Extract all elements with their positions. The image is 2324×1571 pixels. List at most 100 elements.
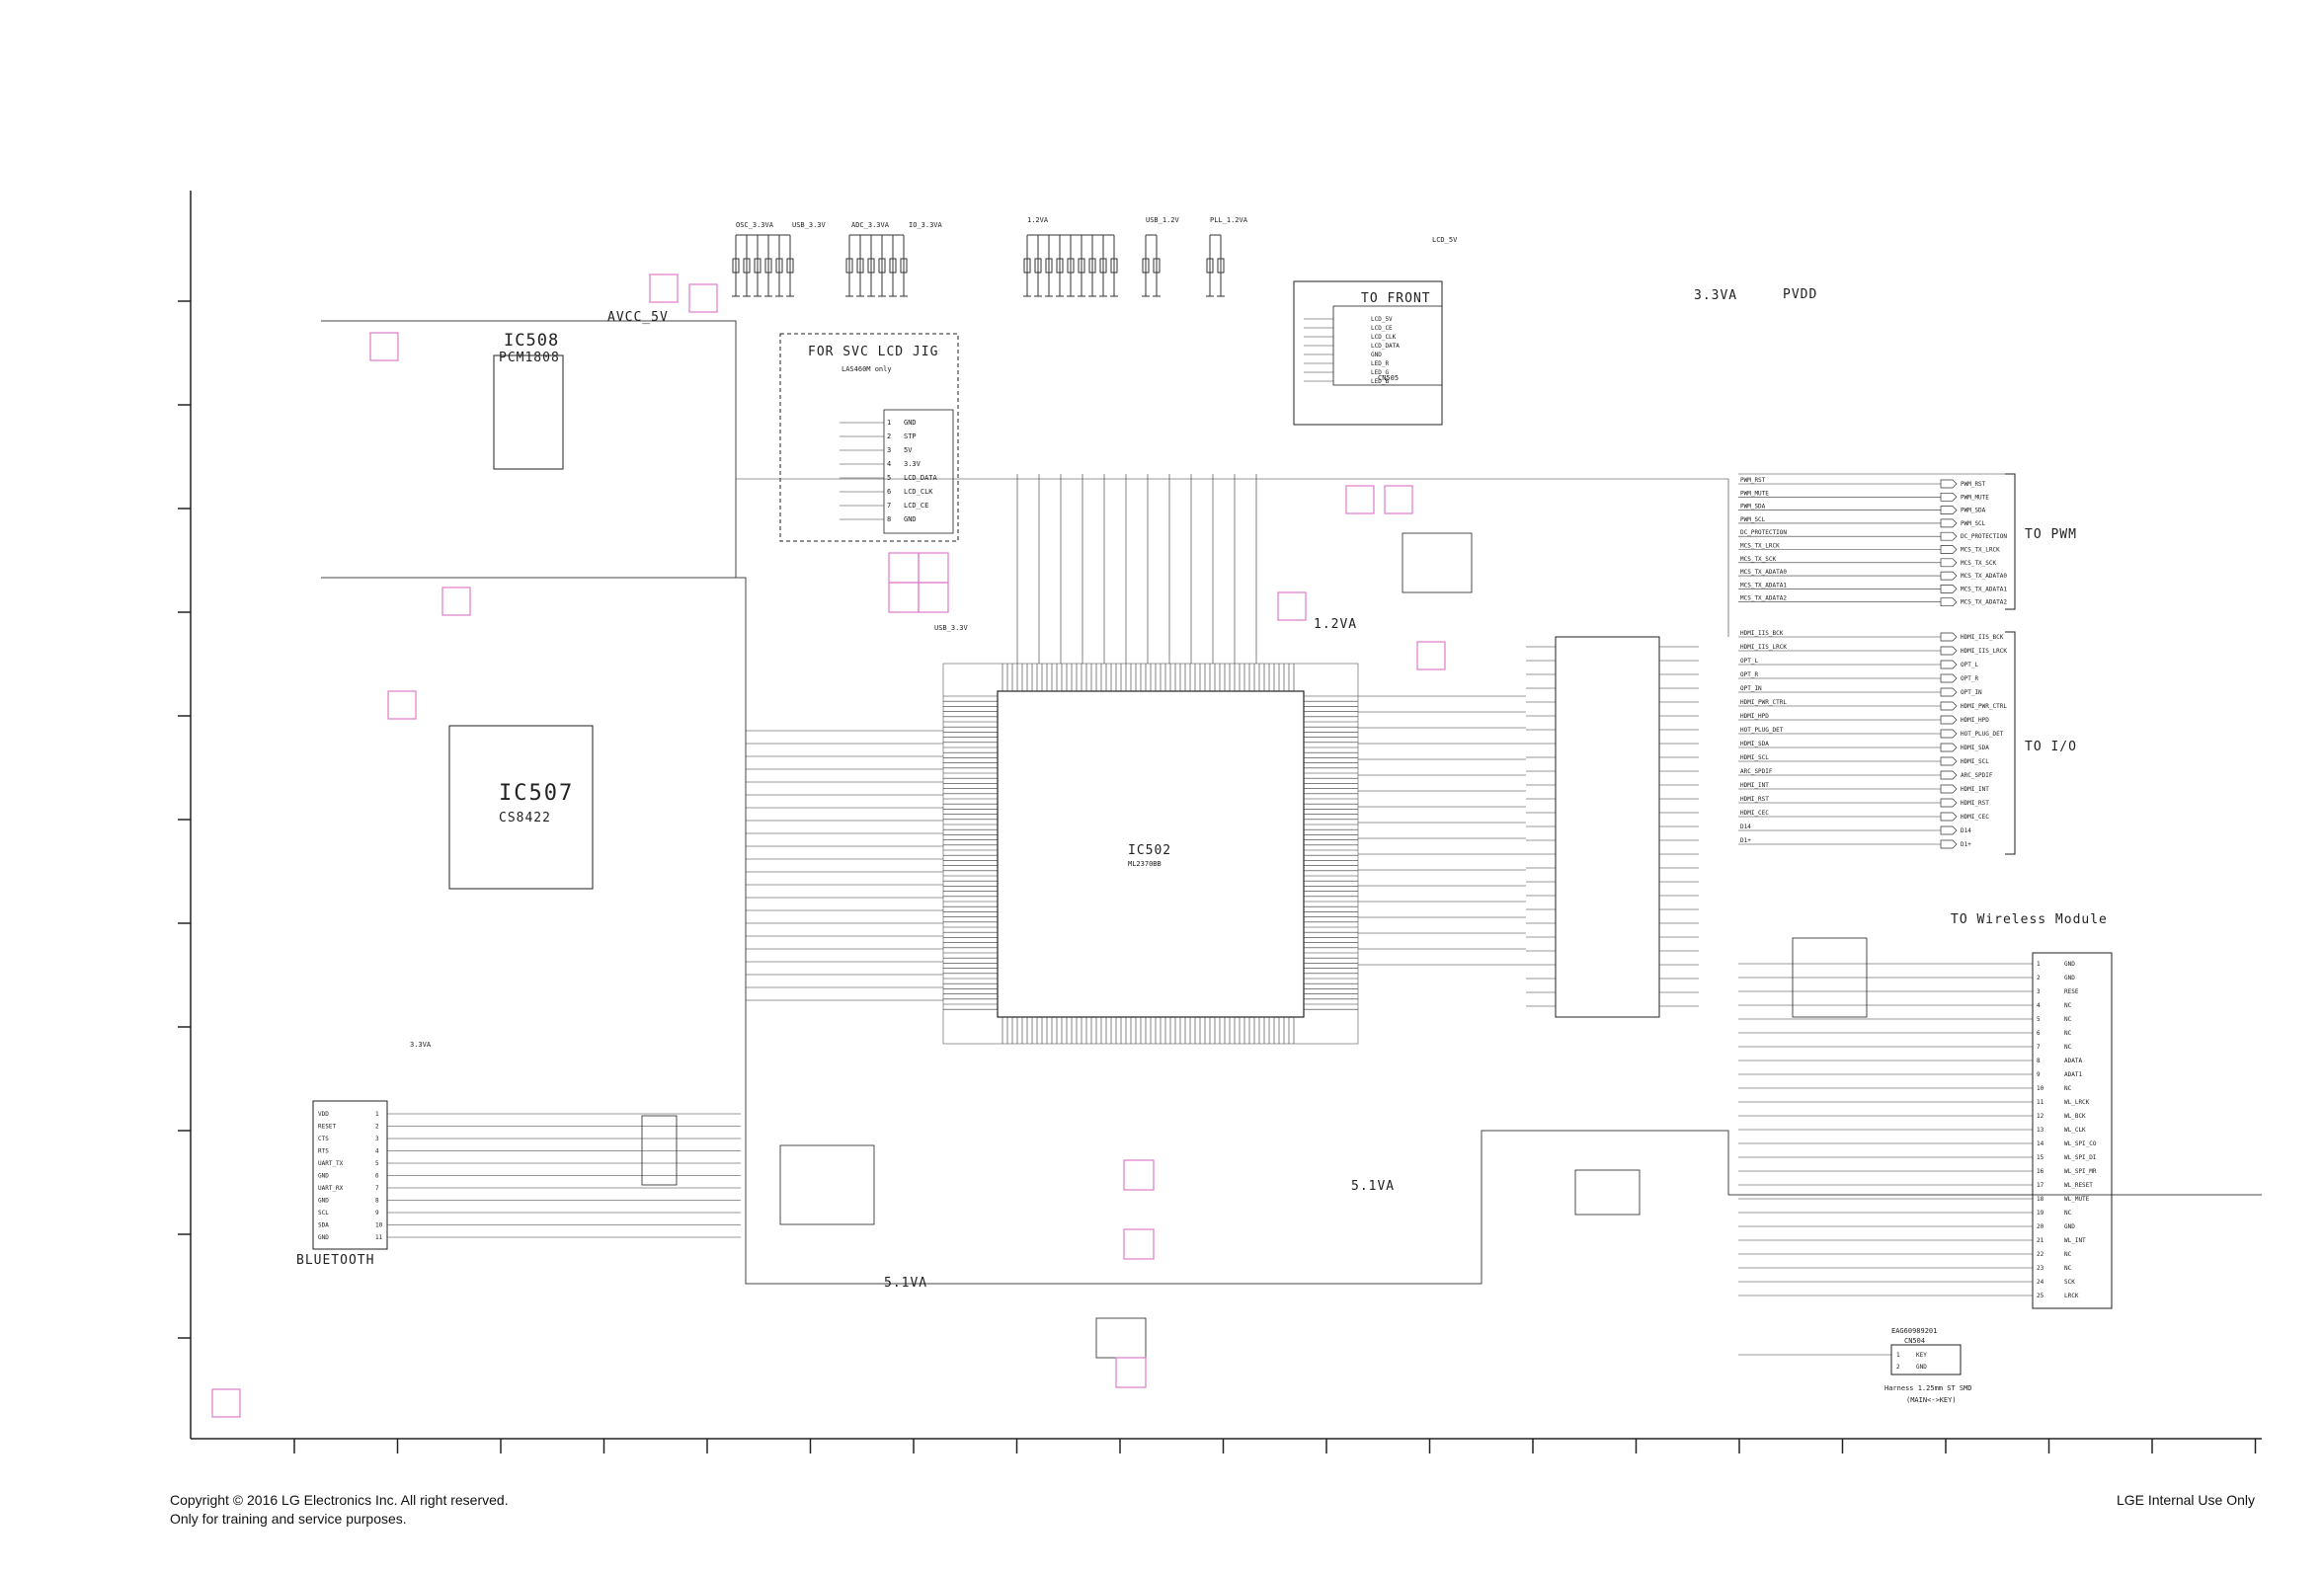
wireless-pin-signal: RESE (2064, 988, 2079, 995)
wireless-pin-number: 15 (2037, 1154, 2044, 1161)
wireless-pin-signal: GND (2064, 961, 2075, 968)
wireless-pin-number: 4 (2037, 1002, 2041, 1009)
wireless-pin-signal: SCK (2064, 1279, 2075, 1286)
ic508-name: IC508 (504, 331, 559, 351)
jig-pin-signal: GND (904, 515, 917, 523)
cn505-name: CN505 (1378, 374, 1399, 382)
jig-pin-signal: STP (904, 432, 917, 440)
wireless-pin-number: 21 (2037, 1237, 2044, 1244)
io-signal-port: HDMI_INT (1961, 786, 1989, 793)
pwm-signal-left: PWM_MUTE (1740, 490, 1769, 497)
ic502-name: IC502 (1128, 843, 1171, 858)
rail-usb33-mid: USB_3.3V (934, 624, 969, 632)
small-ics (641, 532, 1868, 1359)
io-signal-left: D1+ (1740, 837, 1751, 844)
rail-33va-bt: 3.3VA (410, 1041, 432, 1049)
internal-use-text: LGE Internal Use Only (2116, 1492, 2255, 1508)
to-io-block: TO I/O (2005, 631, 2077, 855)
bt-pin-signal: VDD (318, 1111, 329, 1118)
rail-usb33: USB_3.3V (792, 221, 827, 229)
ic507-part: CS8422 (499, 811, 551, 825)
bt-pin-signal: CTS (318, 1136, 329, 1142)
jig-pin-signal: LCD_DATA (904, 474, 938, 482)
io-signal-left: OPT_IN (1740, 685, 1762, 692)
bt-pin-signal: GND (318, 1198, 329, 1205)
pwm-signal-port: DC_PROTECTION (1961, 533, 2007, 540)
io-signal-left: HDMI_PWR_CTRL (1740, 699, 1787, 706)
wireless-pin-number: 1 (2037, 961, 2041, 968)
front-pin-signal: LCD_CLK (1371, 334, 1397, 341)
bt-pin-number: 9 (375, 1210, 379, 1217)
bluetooth-block: BLUETOOTH (296, 1100, 388, 1268)
wireless-pin-number: 24 (2037, 1279, 2044, 1286)
io-signal-port: ARC_SPDIF (1961, 772, 1993, 779)
wireless-pin-number: 9 (2037, 1071, 2041, 1078)
io-signal-left: HDMI_IIS_LRCK (1740, 644, 1787, 651)
pwm-signal-left: MCS_TX_ADATA0 (1740, 569, 1787, 576)
bluetooth-title: BLUETOOTH (296, 1253, 374, 1268)
io-signal-left: ARC_SPDIF (1740, 768, 1773, 775)
key-harness-block: EAG60989201 CN504 Harness 1.25mm ST SMD … (1884, 1327, 1972, 1404)
wireless-title: TO Wireless Module (1951, 912, 2108, 927)
jig-pin-signal: 3.3V (904, 460, 922, 468)
cn505-title: TO FRONT (1361, 291, 1431, 306)
to-pwm-block: TO PWM (2005, 473, 2076, 610)
ic507-block: IC507 CS8422 (448, 725, 594, 890)
front-pin-signal: LED_B (1371, 378, 1389, 385)
to-io-title: TO I/O (2025, 740, 2077, 754)
wireless-pin-number: 5 (2037, 1016, 2041, 1023)
wireless-pin-signal: WL_SPI_CO (2064, 1140, 2097, 1147)
bt-pin-signal: GND (318, 1234, 329, 1241)
wireless-pin-number: 17 (2037, 1182, 2044, 1189)
jig-pin-number: 3 (887, 446, 891, 454)
wireless-pin-signal: NC (2064, 1030, 2072, 1037)
jig-pin-signal: LCD_CE (904, 502, 928, 510)
bt-pin-number: 5 (375, 1160, 379, 1167)
ic502-part: ML2370BB (1128, 860, 1162, 868)
harness-line2: (MAIN<->KEY) (1906, 1396, 1957, 1404)
io-signal-port: HDMI_SCL (1961, 758, 1989, 765)
io-signal-left: HDMI_SCL (1740, 754, 1769, 761)
wireless-pin-signal: WL_MUTE (2064, 1196, 2090, 1203)
io-signal-port: HDMI_CEC (1961, 814, 1989, 821)
bt-pin-number: 6 (375, 1173, 379, 1180)
pwm-signal-port: MCS_TX_SCK (1961, 560, 1997, 567)
wireless-pin-signal: NC (2064, 1210, 2072, 1217)
wireless-pin-signal: WL_SPI_MR (2064, 1168, 2097, 1175)
decoupling-capacitor-banks (732, 234, 1225, 297)
wireless-pin-number: 11 (2037, 1099, 2044, 1106)
rail-51va-b: 5.1VA (884, 1276, 927, 1291)
jig-pin-number: 6 (887, 488, 891, 496)
bt-pin-signal: GND (318, 1173, 329, 1180)
ic507-name: IC507 (499, 781, 574, 806)
jig-pin-number: 7 (887, 502, 891, 510)
front-pin-signal: LED_R (1371, 360, 1389, 367)
io-signal-left: HDMI_CEC (1740, 810, 1769, 817)
wireless-pin-number: 18 (2037, 1196, 2044, 1203)
svc-jig-sub: LAS460M only (841, 365, 892, 373)
wireless-pin-signal: LRCK (2064, 1293, 2079, 1299)
svc-jig-title: FOR SVC LCD JIG (808, 345, 938, 359)
pwm-signal-port: MCS_TX_ADATA2 (1961, 599, 2007, 606)
board-outline (321, 320, 2262, 1285)
io-signal-left: HDMI_IIS_BCK (1740, 630, 1784, 637)
pwm-signal-left: PWM_SDA (1740, 504, 1766, 511)
pwm-signal-left: MCS_TX_ADATA2 (1740, 595, 1787, 602)
wiring (736, 473, 2005, 1001)
pwm-signal-left: MCS_TX_LRCK (1740, 543, 1780, 550)
rail-51va-a: 5.1VA (1351, 1179, 1395, 1194)
io-signal-left: HOT_PLUG_DET (1740, 727, 1784, 734)
bt-pin-signal: SCL (318, 1210, 329, 1217)
pwm-signal-left: MCS_TX_SCK (1740, 556, 1777, 563)
io-signal-port: OPT_IN (1961, 689, 1982, 696)
wireless-pin-number: 22 (2037, 1251, 2044, 1258)
rail-lcd5v: LCD_5V (1432, 236, 1458, 244)
key-pin-signal: GND (1916, 1364, 1927, 1371)
wireless-pin-number: 12 (2037, 1113, 2044, 1120)
io-signal-port: HDMI_IIS_BCK (1961, 634, 2004, 641)
jig-pin-number: 5 (887, 474, 891, 482)
